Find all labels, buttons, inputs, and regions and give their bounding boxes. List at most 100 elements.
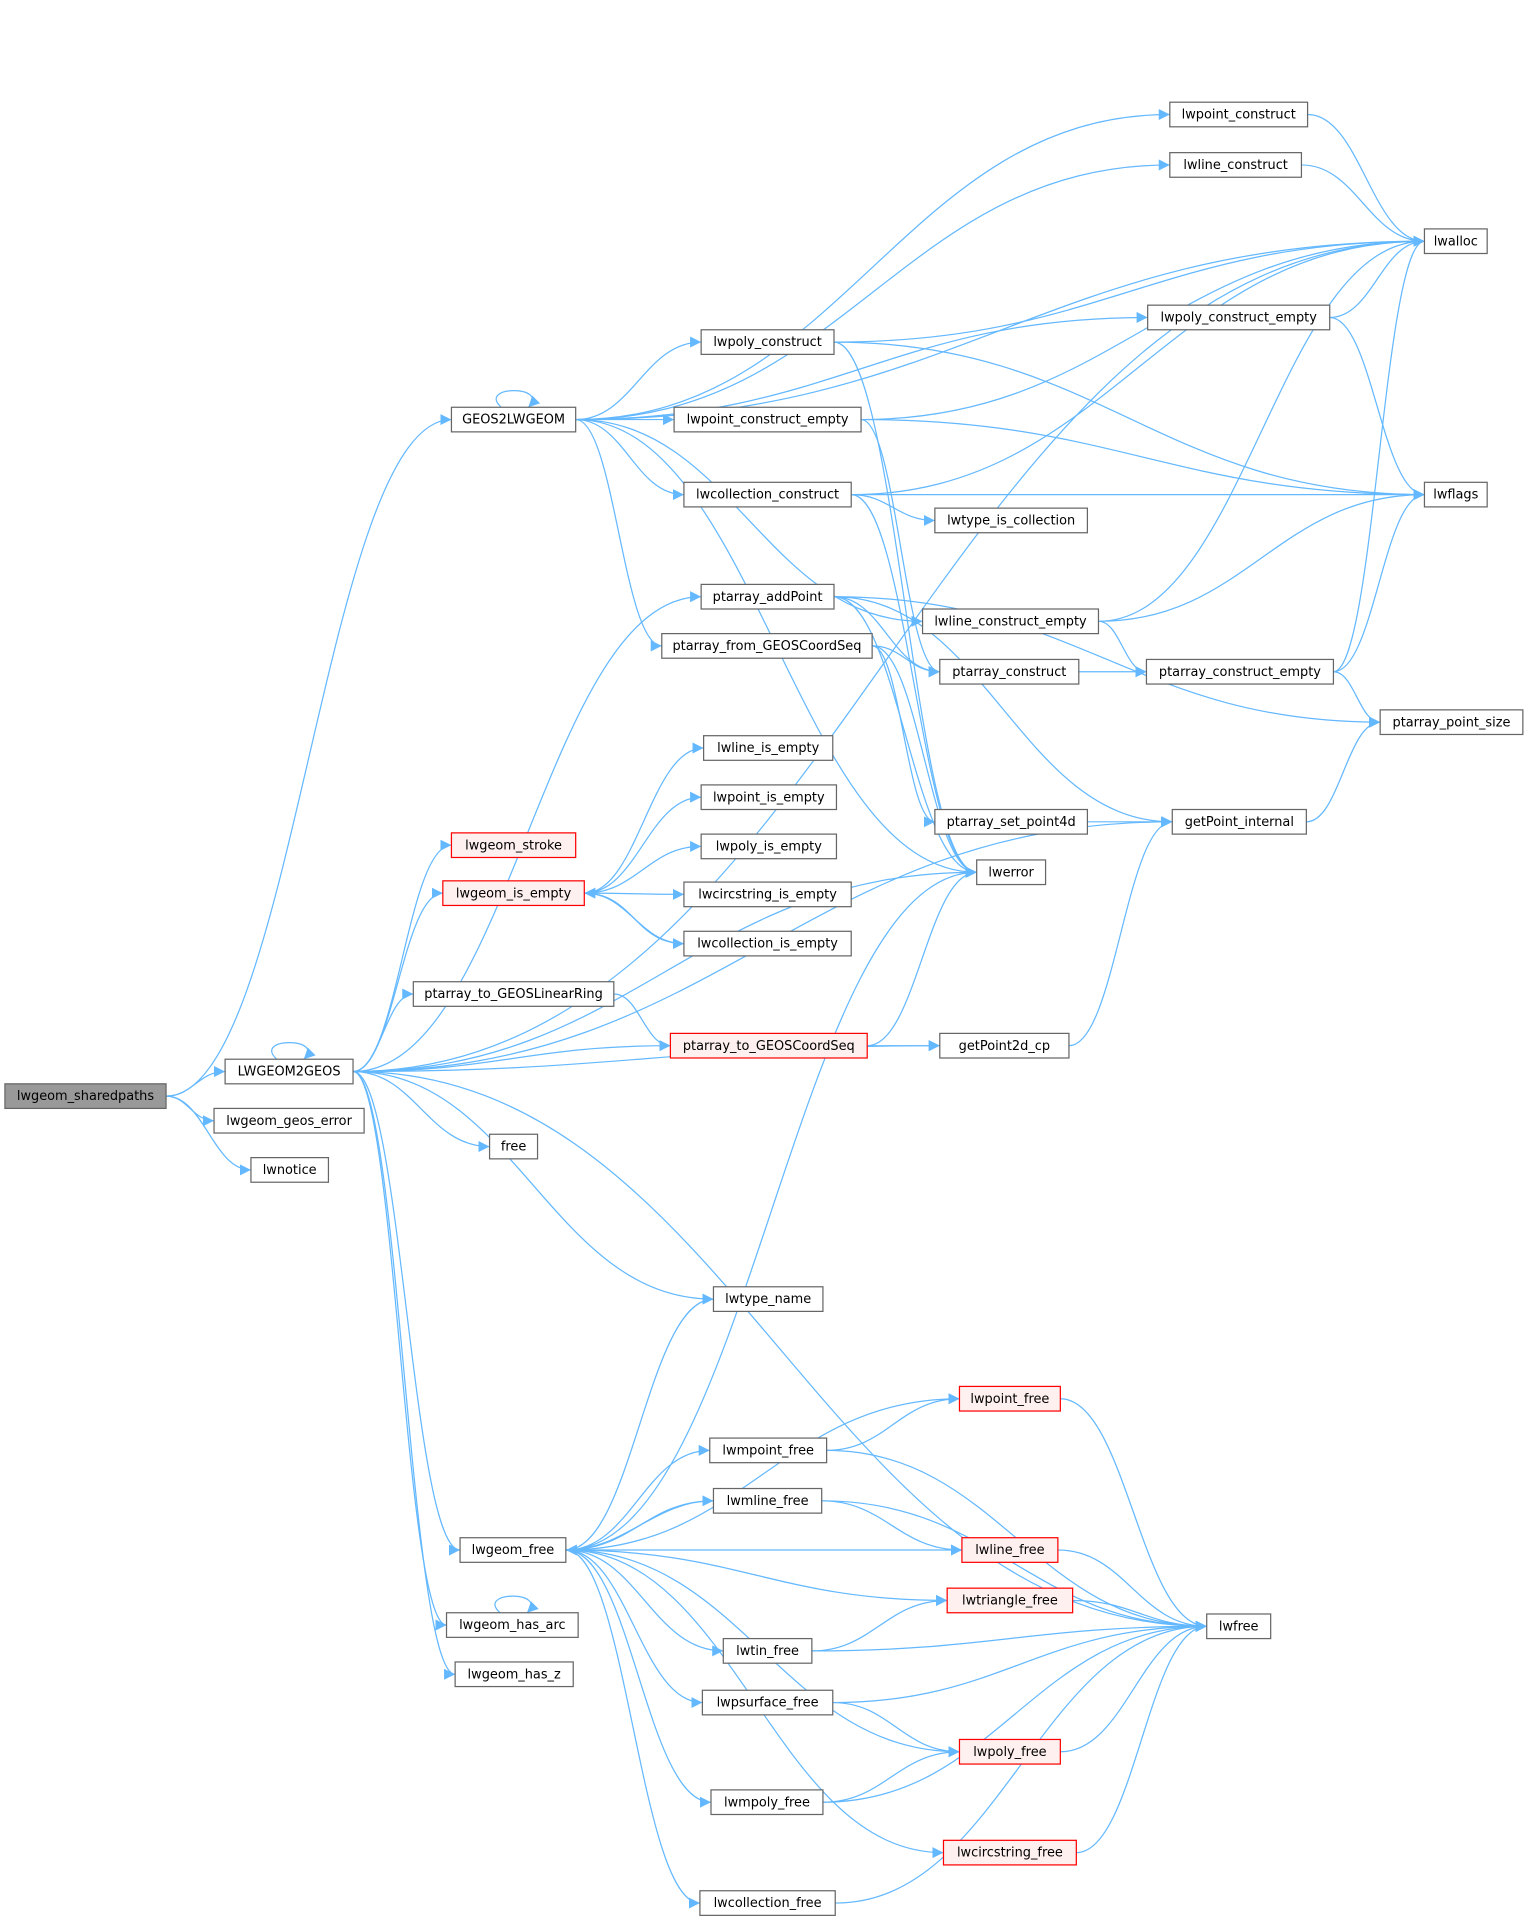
node-LWGEOM2GEOS[interactable]: LWGEOM2GEOS xyxy=(224,1058,354,1085)
node-lwpoint_construct[interactable]: lwpoint_construct xyxy=(1169,101,1309,128)
edge-lwpoly_construct_empty-to-lwflags xyxy=(1329,316,1425,501)
node-free[interactable]: free xyxy=(488,1133,539,1160)
node-label: lwpsurface_free xyxy=(717,1696,819,1711)
node-lwcollection_construct[interactable]: lwcollection_construct xyxy=(683,481,852,508)
node-label: LWGEOM2GEOS xyxy=(238,1065,341,1080)
edge-lwmline_free-to-lwgeom_free xyxy=(565,1500,714,1556)
node-lwalloc[interactable]: lwalloc xyxy=(1423,228,1488,255)
node-GEOS2LWGEOM[interactable]: GEOS2LWGEOM xyxy=(450,406,577,433)
edge-GEOS2LWGEOM-to-lwpoly_construct xyxy=(575,336,702,421)
node-ptarray_point_size[interactable]: ptarray_point_size xyxy=(1379,709,1524,736)
node-lwgeom_geos_error[interactable]: lwgeom_geos_error xyxy=(213,1107,365,1134)
edge-lwtriangle_free-to-lwfree xyxy=(1072,1599,1207,1632)
node-lwtin_free[interactable]: lwtin_free xyxy=(722,1637,813,1664)
node-label: lwcollection_free xyxy=(714,1896,822,1911)
edge-ptarray_from_GEOSCoordSeq-to-ptarray_set_point4d xyxy=(871,645,936,828)
node-box xyxy=(488,1133,539,1160)
node-lwgeom_is_empty[interactable]: lwgeom_is_empty xyxy=(442,880,585,907)
node-lwtype_is_collection[interactable]: lwtype_is_collection xyxy=(934,507,1089,534)
edge-LWGEOM2GEOS-to-lwgeom_stroke xyxy=(352,839,452,1073)
node-label: lwnotice xyxy=(263,1163,317,1178)
node-lwpoly_is_empty[interactable]: lwpoly_is_empty xyxy=(700,833,838,860)
edge-lwline_construct_empty-to-ptarray_construct_empty xyxy=(1098,620,1147,678)
edge-lwcollection_construct-to-lwerror xyxy=(851,493,977,878)
node-ptarray_from_GEOSCoordSeq[interactable]: ptarray_from_GEOSCoordSeq xyxy=(661,632,873,659)
edge-lwmpoly_free-to-lwfree xyxy=(822,1620,1207,1803)
edge-lwline_construct_empty-to-lwflags xyxy=(1098,489,1425,622)
node-box xyxy=(683,930,852,957)
node-lwtype_name[interactable]: lwtype_name xyxy=(712,1286,824,1312)
node-lwpoint_is_empty[interactable]: lwpoint_is_empty xyxy=(700,784,838,811)
node-lwpoly_construct_empty[interactable]: lwpoly_construct_empty xyxy=(1147,304,1331,331)
edge-lwcollection_construct-to-lwalloc xyxy=(851,235,1425,496)
node-getPoint_internal[interactable]: getPoint_internal xyxy=(1171,808,1307,835)
node-lwcircstring_free[interactable]: lwcircstring_free xyxy=(942,1839,1077,1866)
node-lwcollection_free[interactable]: lwcollection_free xyxy=(699,1890,836,1916)
node-lwgeom_has_z[interactable]: lwgeom_has_z xyxy=(454,1661,574,1688)
node-lwmline_free[interactable]: lwmline_free xyxy=(712,1487,823,1514)
edge-LWGEOM2GEOS-to-ptarray_to_GEOSLinearRing xyxy=(352,988,414,1073)
node-ptarray_construct[interactable]: ptarray_construct xyxy=(939,658,1080,685)
edge-lwpoly_construct_empty-to-lwalloc xyxy=(1329,235,1425,319)
node-lwline_construct_empty[interactable]: lwline_construct_empty xyxy=(921,608,1100,635)
node-lwfree[interactable]: lwfree xyxy=(1206,1613,1272,1640)
node-box xyxy=(224,1058,354,1085)
node-label: lwtype_is_collection xyxy=(947,514,1075,529)
node-lwgeom_stroke[interactable]: lwgeom_stroke xyxy=(450,832,577,859)
edge-lwgeom_free-to-lwcollection_free xyxy=(565,1549,700,1909)
node-lwpoly_free[interactable]: lwpoly_free xyxy=(958,1738,1061,1765)
node-label: lwline_is_empty xyxy=(717,741,819,756)
node-lwcollection_is_empty[interactable]: lwcollection_is_empty xyxy=(683,930,852,957)
node-lwpoint_free[interactable]: lwpoint_free xyxy=(958,1385,1061,1412)
edge-getPoint_internal-to-ptarray_point_size xyxy=(1306,716,1381,823)
node-box xyxy=(921,608,1100,635)
node-box xyxy=(722,1637,813,1664)
node-lwcircstring_is_empty[interactable]: lwcircstring_is_empty xyxy=(683,881,852,908)
node-lwline_construct[interactable]: lwline_construct xyxy=(1169,152,1303,178)
node-lwflags[interactable]: lwflags xyxy=(1423,481,1488,508)
edge-LWGEOM2GEOS-to-lwgeom_has_z xyxy=(352,1070,456,1680)
node-lwpoly_construct[interactable]: lwpoly_construct xyxy=(700,329,835,355)
node-lwmpoint_free[interactable]: lwmpoint_free xyxy=(709,1437,828,1464)
edge-LWGEOM2GEOS-to-lwgeom_has_arc xyxy=(352,1070,447,1631)
edge-LWGEOM2GEOS-to-lwerror xyxy=(353,866,977,1073)
node-ptarray_construct_empty[interactable]: ptarray_construct_empty xyxy=(1145,658,1335,685)
edge-ptarray_from_GEOSCoordSeq-to-ptarray_construct xyxy=(872,645,940,678)
node-label: lwpoly_is_empty xyxy=(716,840,822,855)
node-lwtriangle_free[interactable]: lwtriangle_free xyxy=(946,1587,1074,1614)
edge-lwmline_free-to-lwfree xyxy=(821,1500,1207,1632)
node-box xyxy=(1423,228,1488,255)
node-lwline_free[interactable]: lwline_free xyxy=(961,1537,1059,1563)
edge-lwline_free-to-lwfree xyxy=(1057,1549,1207,1632)
edge-lwline_construct_empty-to-lwalloc xyxy=(1098,235,1425,622)
node-lwpoint_construct_empty[interactable]: lwpoint_construct_empty xyxy=(673,406,862,433)
edge-LWGEOM2GEOS-to-lwalloc xyxy=(353,235,1425,1073)
node-lwgeom_sharedpaths[interactable]: lwgeom_sharedpaths xyxy=(4,1083,167,1110)
node-lwgeom_free[interactable]: lwgeom_free xyxy=(459,1537,567,1563)
node-ptarray_to_GEOSCoordSeq[interactable]: ptarray_to_GEOSCoordSeq xyxy=(669,1032,868,1059)
node-lwerror[interactable]: lwerror xyxy=(976,859,1047,886)
node-label: GEOS2LWGEOM xyxy=(462,413,565,428)
node-getPoint2d_cp[interactable]: getPoint2d_cp xyxy=(939,1032,1070,1059)
node-lwpsurface_free[interactable]: lwpsurface_free xyxy=(701,1689,834,1716)
node-box xyxy=(700,833,838,860)
node-lwgeom_has_arc[interactable]: lwgeom_has_arc xyxy=(445,1612,579,1638)
node-box xyxy=(701,1689,834,1716)
node-label: lwline_construct xyxy=(1183,158,1288,173)
node-ptarray_to_GEOSLinearRing[interactable]: ptarray_to_GEOSLinearRing xyxy=(412,981,615,1007)
edge-GEOS2LWGEOM-to-GEOS2LWGEOM xyxy=(495,390,541,408)
node-label: ptarray_point_size xyxy=(1393,715,1511,730)
node-lwline_is_empty[interactable]: lwline_is_empty xyxy=(702,735,834,761)
edge-ptarray_construct_empty-to-lwalloc xyxy=(1333,235,1425,673)
node-box xyxy=(1145,658,1335,685)
node-box xyxy=(1171,808,1307,835)
edge-lwtin_free-to-lwtriangle_free xyxy=(811,1594,948,1652)
node-ptarray_addPoint[interactable]: ptarray_addPoint xyxy=(700,583,835,610)
node-lwnotice[interactable]: lwnotice xyxy=(250,1157,330,1183)
node-ptarray_set_point4d[interactable]: ptarray_set_point4d xyxy=(934,808,1089,835)
edge-lwcollection_is_empty-to-lwgeom_is_empty xyxy=(584,887,684,945)
node-box xyxy=(942,1839,1077,1866)
edge-lwpoly_construct-to-lwflags xyxy=(833,341,1425,501)
node-lwmpoly_free[interactable]: lwmpoly_free xyxy=(710,1789,824,1816)
edge-lwgeom_sharedpaths-to-GEOS2LWGEOM xyxy=(166,414,452,1097)
